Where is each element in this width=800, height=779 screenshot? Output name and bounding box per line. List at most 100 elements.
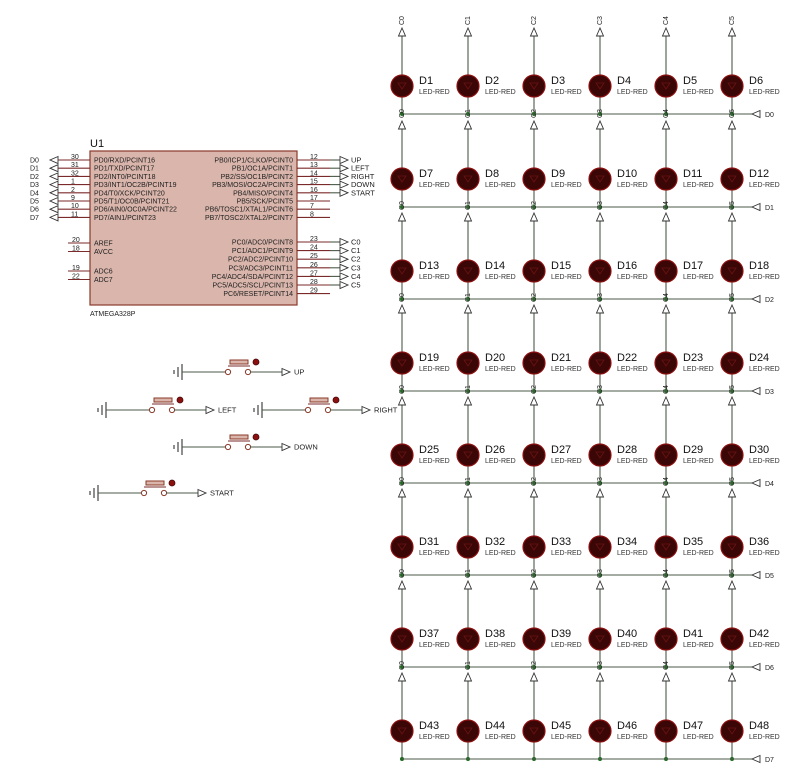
led-icon — [456, 351, 480, 375]
column-net-label: C0 — [399, 201, 406, 210]
column-terminal — [661, 303, 671, 314]
button-net-terminal — [339, 180, 350, 189]
column-terminal — [397, 395, 407, 406]
led-icon — [456, 627, 480, 651]
led-ref-label: D25 — [419, 444, 439, 456]
column-net-label: C0 — [399, 477, 406, 486]
mcu-pin-name: PC1/ADC1/PCINT9 — [232, 248, 293, 255]
led-diode-symbol — [661, 635, 671, 643]
mcu-pin-number: 23 — [310, 236, 318, 243]
led-diode-symbol — [661, 82, 671, 90]
row-net-label: D5 — [765, 573, 774, 580]
mcu-pin-number: 28 — [310, 279, 318, 286]
led-diode-symbol — [529, 267, 539, 275]
led-type-label: LED-RED — [749, 182, 780, 189]
button-cap — [145, 480, 165, 486]
led-ref-label: D7 — [419, 168, 433, 180]
column-terminal — [463, 671, 473, 682]
led-icon — [720, 351, 744, 375]
column-terminal — [595, 671, 605, 682]
led-diode-symbol — [463, 175, 473, 183]
led-icon — [588, 259, 612, 283]
mcu-pin-number: 16 — [310, 187, 318, 194]
column-net-label: C4 — [663, 16, 670, 25]
column-terminal — [529, 487, 539, 498]
led-type-label: LED-RED — [617, 89, 648, 96]
led-diode-symbol — [727, 267, 737, 275]
mcu-pin-name: AVCC — [94, 249, 113, 256]
mcu-net-label: D0 — [30, 158, 39, 165]
mcu-pin-number: 32 — [71, 170, 79, 177]
mcu-pin-number: 8 — [310, 211, 314, 218]
led-diode-symbol — [529, 175, 539, 183]
led-type-label: LED-RED — [419, 458, 450, 465]
led-diode-symbol — [397, 359, 407, 367]
led-icon — [588, 535, 612, 559]
column-net-label: C0 — [399, 385, 406, 394]
mcu-pin-name: PB4/MISO/PCINT4 — [233, 190, 293, 197]
mcu-pin-number: 27 — [310, 270, 318, 277]
led-diode-symbol — [463, 727, 473, 735]
column-net-label: C2 — [531, 109, 538, 118]
column-terminal — [727, 303, 737, 314]
button-net-terminal — [281, 367, 292, 377]
led-type-label: LED-RED — [419, 274, 450, 281]
led-icon — [456, 259, 480, 283]
led-icon — [456, 167, 480, 191]
led-type-label: LED-RED — [749, 734, 780, 741]
led-icon — [720, 535, 744, 559]
led-diode-symbol — [529, 543, 539, 551]
led-diode-symbol — [529, 727, 539, 735]
led-icon — [588, 627, 612, 651]
led-diode-symbol — [595, 267, 605, 275]
led-diode-symbol — [463, 543, 473, 551]
mcu-net-label: LEFT — [351, 164, 370, 173]
mcu-pin-name: PC6/RESET/PCINT14 — [223, 291, 293, 298]
led-diode-symbol — [397, 82, 407, 90]
led-ref-label: D43 — [419, 720, 439, 732]
column-net-label: C3 — [597, 293, 604, 302]
led-type-label: LED-RED — [683, 642, 714, 649]
row-terminal — [750, 386, 761, 396]
column-terminal — [661, 487, 671, 498]
column-net-label: C4 — [663, 293, 670, 302]
column-terminal — [397, 671, 407, 682]
row-net-label: D0 — [765, 112, 774, 119]
button-indicator — [252, 358, 260, 366]
mcu-pin-name: PB0/ICP1/CLKO/PCINT0 — [214, 158, 293, 165]
column-net-label: C3 — [597, 385, 604, 394]
led-icon — [654, 351, 678, 375]
mcu-pin-name: PB7/TOSC2/XTAL2/PCINT7 — [205, 215, 293, 222]
row-net-terminal — [48, 196, 59, 206]
led-type-label: LED-RED — [683, 274, 714, 281]
column-net-label: C5 — [729, 385, 736, 394]
led-icon — [456, 719, 480, 743]
column-terminal — [397, 487, 407, 498]
button-label: UP — [294, 368, 304, 377]
led-type-label: LED-RED — [485, 642, 516, 649]
mcu-net-label: RIGHT — [351, 172, 375, 181]
led-type-label: LED-RED — [749, 550, 780, 557]
mcu-pin-number: 7 — [310, 203, 314, 210]
led-type-label: LED-RED — [419, 89, 450, 96]
mcu-net-label: C0 — [351, 238, 361, 247]
mcu-pin-name: PC5/ADC5/SCL/PCINT13 — [212, 283, 293, 290]
led-diode-symbol — [661, 175, 671, 183]
mcu-net-label: C5 — [351, 281, 361, 290]
led-ref-label: D22 — [617, 352, 637, 364]
led-ref-label: D9 — [551, 168, 565, 180]
mcu-net-label: C1 — [351, 246, 361, 255]
column-net-label: C1 — [465, 661, 472, 670]
column-terminal — [595, 487, 605, 498]
column-net-label: C5 — [729, 293, 736, 302]
mcu-pin-number: 22 — [72, 274, 80, 281]
row-terminal — [750, 478, 761, 488]
column-net-label: C5 — [729, 661, 736, 670]
led-icon — [654, 74, 678, 98]
led-ref-label: D24 — [749, 352, 769, 364]
led-ref-label: D31 — [419, 536, 439, 548]
row-terminal — [750, 202, 761, 212]
led-type-label: LED-RED — [485, 734, 516, 741]
mcu-pin-name: PD5/T1/OC0B/PCINT21 — [94, 199, 170, 206]
led-ref-label: D42 — [749, 628, 769, 640]
